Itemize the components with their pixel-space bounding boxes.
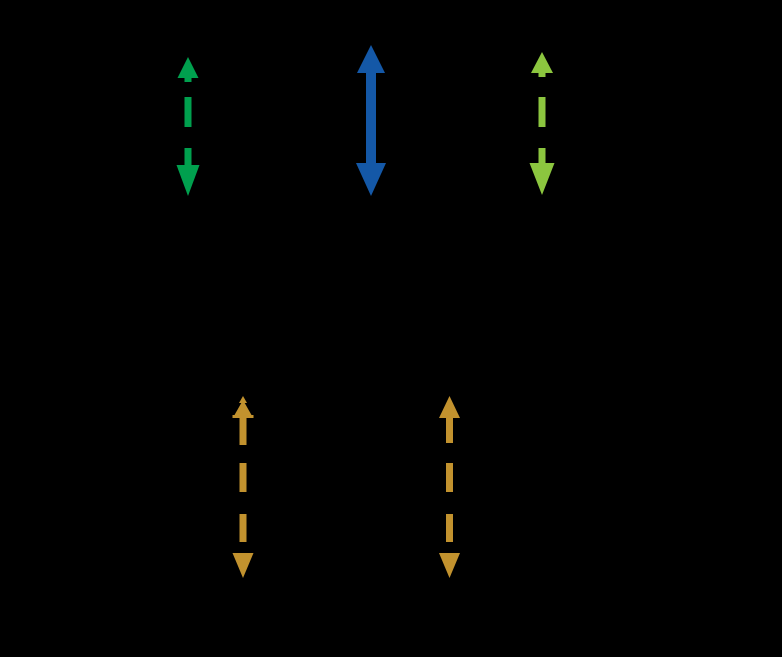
gold-dashed-double-arrow-left-down-arrowhead (232, 553, 254, 578)
gold-dashed-double-arrow-left-dash-segment (239, 514, 247, 542)
blue-solid-double-arrow-up-arrowhead (357, 45, 385, 73)
gold-dashed-double-arrow-right-up-arrowhead (439, 396, 460, 418)
light-green-dashed-double-arrow (529, 52, 555, 195)
green-dashed-double-arrow-up-arrowhead (177, 57, 199, 78)
light-green-dashed-double-arrow-dash-stub (538, 73, 546, 77)
gold-dashed-double-arrow-left-overlap-arrowhead-tip (239, 396, 247, 403)
light-green-dashed-double-arrow-shaft-segment (538, 148, 546, 163)
light-green-dashed-double-arrow-up-arrowhead (531, 52, 553, 73)
gold-dashed-double-arrow-left-head-base-bar (232, 415, 254, 418)
light-green-dashed-double-arrow-down-arrowhead (529, 163, 555, 195)
green-dashed-double-arrow-dash-stub (184, 78, 192, 82)
gold-dashed-double-arrow-left-up-arrowhead (234, 400, 252, 415)
blue-solid-double-arrow-shaft (366, 73, 376, 163)
gold-dashed-double-arrow-right-dash-segment (446, 463, 453, 492)
light-green-dashed-double-arrow-dash-segment (538, 97, 546, 127)
gold-dashed-double-arrow-left (232, 396, 254, 578)
gold-dashed-double-arrow-right-shaft-segment (446, 418, 453, 443)
gold-dashed-double-arrow-left-shaft-segment (239, 418, 247, 445)
green-dashed-double-arrow-down-arrowhead (176, 165, 200, 196)
gold-dashed-double-arrow-left-dash-segment (239, 463, 247, 492)
gold-dashed-double-arrow-right-dash-segment (446, 514, 453, 542)
gold-dashed-double-arrow-right (439, 396, 460, 578)
green-dashed-double-arrow-dash-segment (184, 97, 192, 127)
green-dashed-double-arrow (176, 57, 200, 196)
green-dashed-double-arrow-shaft-segment (184, 148, 192, 165)
blue-solid-double-arrow (356, 45, 386, 196)
gold-dashed-double-arrow-right-down-arrowhead (439, 553, 460, 578)
blue-solid-double-arrow-down-arrowhead (356, 163, 386, 196)
